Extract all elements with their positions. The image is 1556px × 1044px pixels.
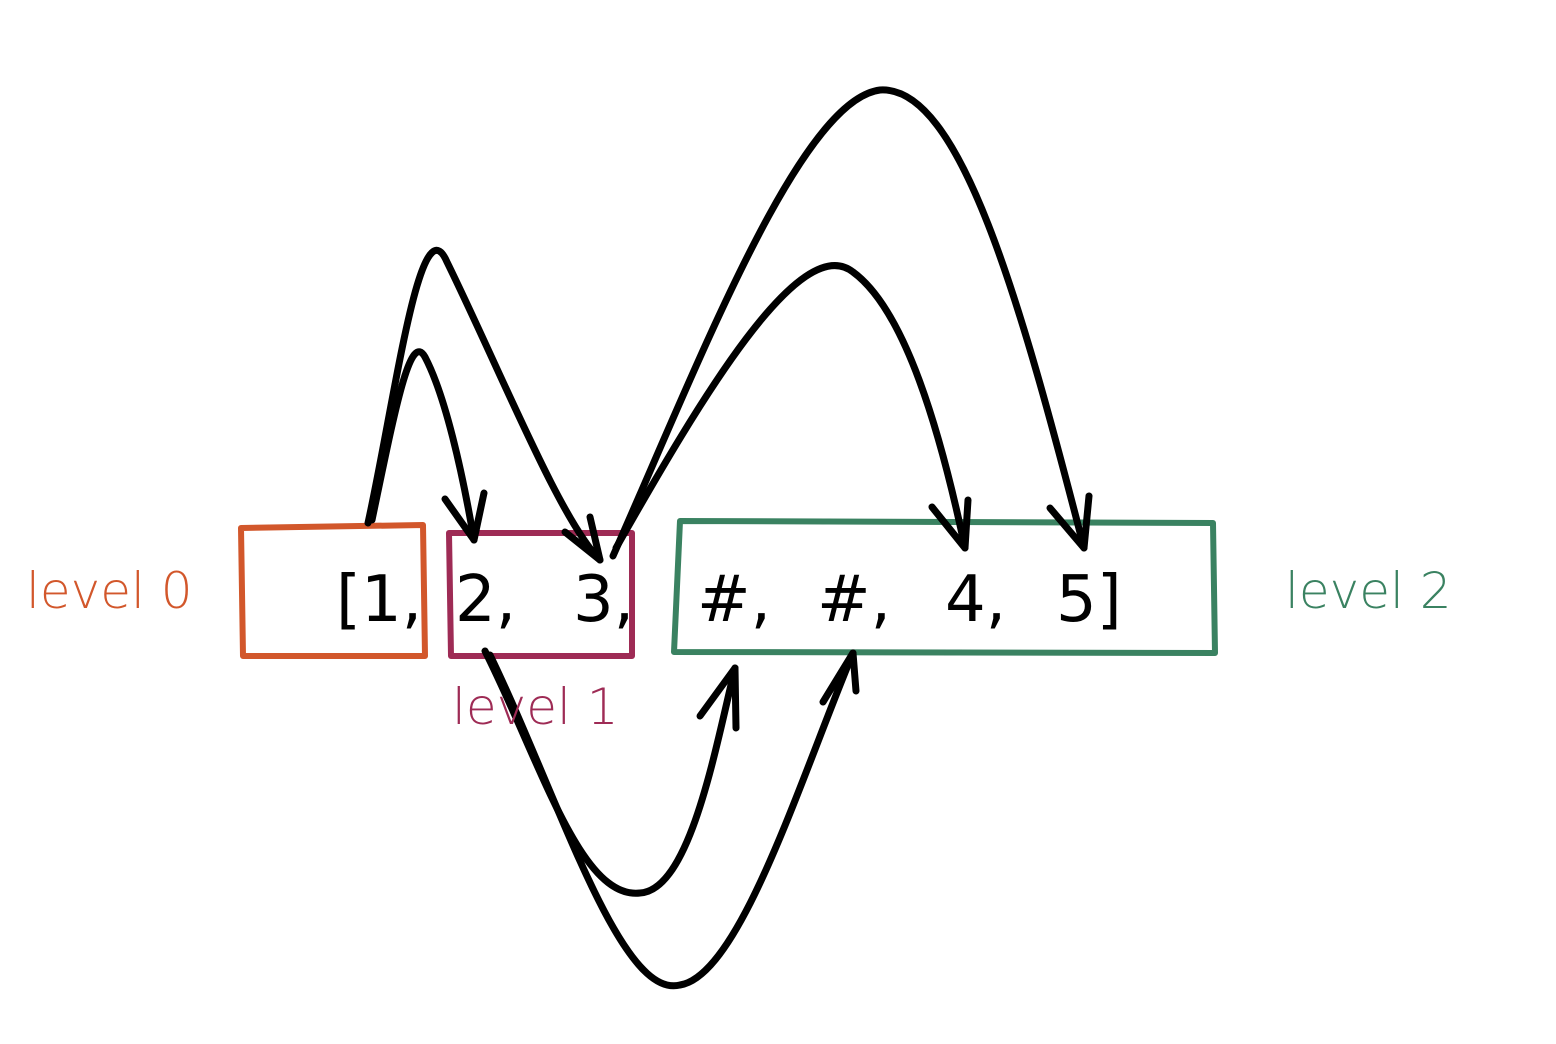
level-2-label: level 2 xyxy=(1285,562,1452,620)
arrow-3-to-5 xyxy=(609,86,1088,560)
level-0-box xyxy=(238,522,428,659)
arrow-head-4 xyxy=(928,496,972,552)
token-3: 3, xyxy=(573,563,634,637)
arrow-3-to-4 xyxy=(612,262,969,552)
level-0-label: level 0 xyxy=(26,562,193,620)
level-1-label: level 1 xyxy=(452,678,619,736)
arrow-2-to-hash-2 xyxy=(486,649,857,990)
token-2: 2, xyxy=(455,563,516,637)
level-2-box xyxy=(671,518,1218,656)
token-5: 5] xyxy=(1056,563,1122,637)
arrow-1-to-3 xyxy=(364,247,604,564)
token-1: [1, xyxy=(336,563,422,637)
arrow-head-2 xyxy=(441,489,488,544)
arrow-head-hash-2 xyxy=(819,649,860,706)
arrow-head-hash-1 xyxy=(696,664,740,732)
token-4: 4, xyxy=(945,563,1006,637)
arrow-1-to-2 xyxy=(368,348,478,544)
arrow-head-5 xyxy=(1046,492,1093,552)
token-hash-1: #, xyxy=(697,563,771,637)
token-hash-2: #, xyxy=(817,563,891,637)
arrow-head-3 xyxy=(561,513,604,564)
